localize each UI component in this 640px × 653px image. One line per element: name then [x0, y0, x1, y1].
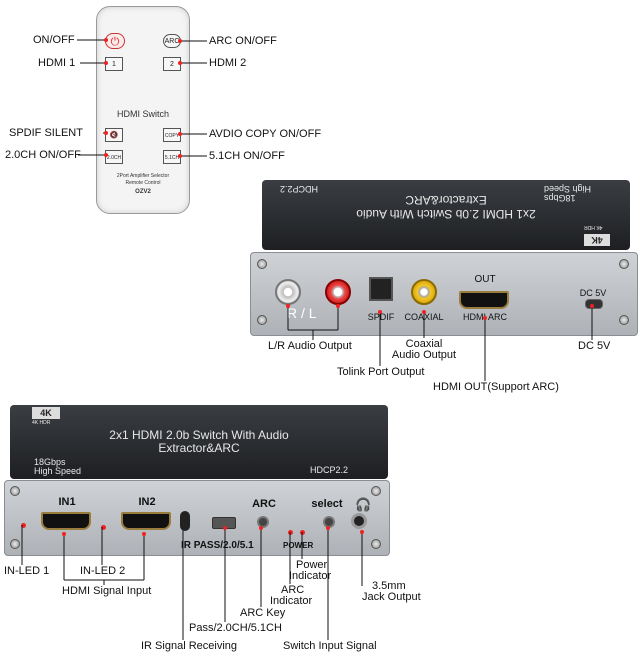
hdmi-out-port[interactable]: [459, 291, 509, 309]
callout-jack-2: Jack Output: [362, 591, 421, 603]
power-button[interactable]: ⏻: [105, 33, 125, 49]
coaxial-jack[interactable]: [411, 279, 437, 305]
screw: [10, 486, 20, 496]
screw: [371, 486, 381, 496]
callout-arc-ind-2: Indicator: [270, 595, 313, 607]
dc5v-port[interactable]: [585, 299, 603, 309]
label-on-off: ON/OFF: [33, 34, 75, 46]
callout-arc-key: ARC Key: [240, 607, 286, 619]
hdmi-in1-port[interactable]: [41, 512, 91, 530]
arc-label: ARC: [252, 498, 276, 510]
remote-subtitle-1: 2Port Amplifier Selector: [116, 173, 170, 179]
front-panel: IN1 IN2 ARC select 🎧 IR PASS/2.0/5.1 POW…: [4, 480, 390, 556]
in2-label: IN2: [138, 496, 156, 508]
ir-pass-label: IR PASS/2.0/5.1: [181, 540, 254, 551]
callout-power-ind-2: Indicator: [289, 570, 332, 582]
callout-in-led2: IN-LED 2: [80, 565, 126, 577]
callout-lr-audio: L/R Audio Output: [268, 340, 352, 352]
front-title-2: Extractor&ARC: [158, 441, 240, 455]
callout-ir-signal: IR Signal Receiving: [141, 640, 237, 652]
front-speed-2: High Speed: [34, 466, 82, 476]
callout-jack-1: 3.5mm: [372, 580, 406, 592]
mute-icon: 🔇: [109, 132, 119, 139]
in-led2: [101, 525, 106, 530]
screw: [10, 539, 20, 549]
callout-hdmi-signal-input: HDMI Signal Input: [62, 585, 152, 597]
callout-dc5v: DC 5V: [578, 340, 611, 352]
spdif-optical-port[interactable]: [369, 277, 393, 301]
screw: [257, 259, 267, 269]
callout-switch-input: Switch Input Signal: [283, 640, 377, 652]
screw: [619, 315, 629, 325]
label-51ch-on-off: 5.1CH ON/OFF: [209, 150, 285, 162]
in-led1: [21, 523, 26, 528]
front-hdcp: HDCP2.2: [310, 465, 349, 475]
rear-device-top: 2x1 HDMI 2.0b Switch With Audio Extracto…: [262, 180, 630, 250]
label-hdmi1: HDMI 1: [38, 57, 76, 69]
remote-subtitle-2: Remote Control: [125, 180, 161, 186]
callout-hdmi-out: HDMI OUT(Support ARC): [433, 381, 559, 393]
arc-key-button[interactable]: [257, 516, 269, 528]
callout-arc-ind-1: ARC: [281, 584, 305, 596]
remote-model: OZV2: [135, 189, 151, 195]
screw: [371, 539, 381, 549]
headphone-jack[interactable]: [351, 513, 367, 529]
callout-in-led1: IN-LED 1: [4, 565, 50, 577]
front-speed-1: 18Gbps: [34, 457, 66, 467]
ir-receiver: [180, 511, 190, 531]
rl-label: R / L: [287, 305, 317, 321]
in1-label: IN1: [58, 496, 76, 508]
callout-coaxial-1: Coaxial: [405, 338, 443, 350]
label-spdif-silent: SPDIF SILENT: [9, 127, 83, 139]
remote-title: HDMI Switch: [116, 109, 169, 119]
front-title-1: 2x1 HDMI 2.0b Switch With Audio: [109, 428, 289, 442]
screw: [619, 259, 629, 269]
remote-20ch-button[interactable]: 2.0CH: [105, 150, 123, 164]
front-device-top: 4K 4K HDR 2x1 HDMI 2.0b Switch With Audi…: [10, 405, 388, 479]
out-label: OUT: [474, 274, 496, 285]
label-audio-copy: AVDIO COPY ON/OFF: [209, 128, 322, 140]
spdif-label: SPDIF: [367, 312, 395, 322]
hdmi-in2-port[interactable]: [121, 512, 171, 530]
label-arc-on-off: ARC ON/OFF: [209, 35, 277, 47]
front-4k-sub: 4K HDR: [32, 420, 51, 426]
front-4k-badge: 4K: [32, 407, 60, 419]
rear-panel: R / L SPDIF COAXIAL OUT HDMI ARC DC 5V: [250, 252, 638, 336]
remote-mute-button[interactable]: 🔇: [105, 128, 123, 142]
power-icon: ⏻: [110, 36, 120, 48]
callout-power-ind-1: Power: [296, 559, 328, 571]
select-label: select: [311, 498, 343, 510]
headphone-icon: 🎧: [355, 497, 372, 512]
dc5v-port-label: DC 5V: [579, 288, 607, 298]
rca-red-jack[interactable]: [325, 279, 351, 305]
callout-coaxial-2: Audio Output: [391, 349, 457, 361]
label-20ch-on-off: 2.0CH ON/OFF: [5, 149, 81, 161]
remote-control: ⏻ ARC 1 2 HDMI Switch 🔇 COPY 2.0CH 5.1CH…: [96, 6, 190, 214]
power-label: POWER: [283, 541, 314, 550]
callout-tolink: Tolink Port Output: [337, 366, 425, 378]
callout-pass: Pass/2.0CH/5.1CH: [189, 622, 282, 634]
screw: [257, 315, 267, 325]
label-hdmi2: HDMI 2: [209, 57, 247, 69]
